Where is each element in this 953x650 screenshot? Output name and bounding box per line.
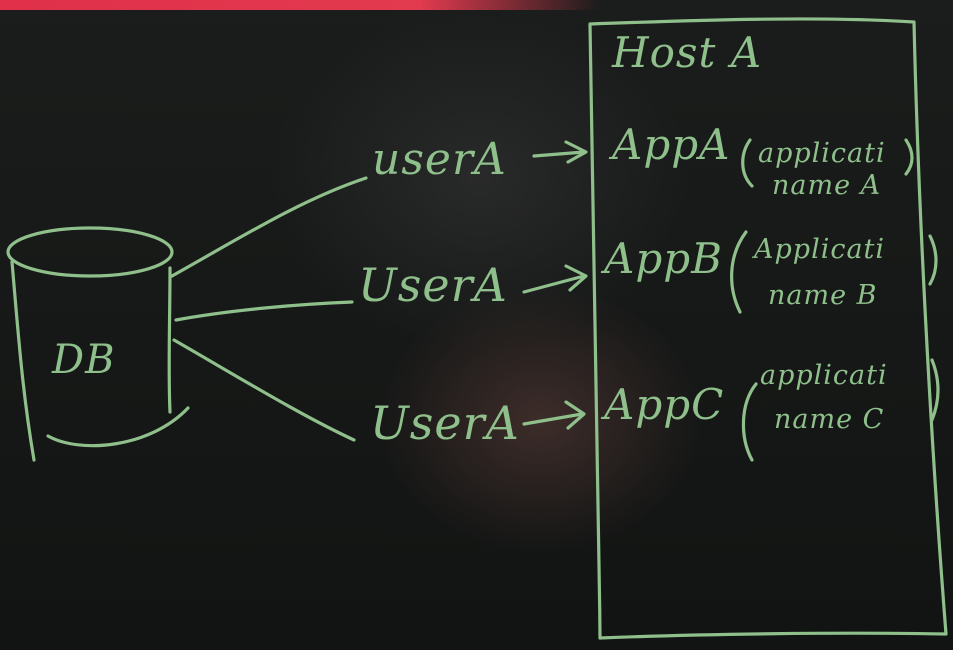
arrow-3	[522, 400, 586, 430]
arrow-2	[522, 264, 588, 294]
connection-line-2	[174, 300, 354, 322]
app-b-desc-line1: Applicati	[754, 234, 886, 265]
app-b-desc-line2: name B	[768, 280, 878, 311]
app-a-name: AppA	[612, 120, 731, 169]
paren-app-a-close	[904, 138, 914, 176]
db-right-side	[167, 266, 172, 414]
paren-app-b	[730, 230, 748, 314]
app-a-desc-line1: applicati	[758, 138, 886, 169]
user-label-2: UserA	[358, 258, 508, 312]
app-c-name: AppC	[604, 380, 725, 429]
app-c-desc-line1: applicati	[760, 360, 888, 391]
host-title: Host A	[612, 28, 763, 77]
host-box	[588, 17, 948, 640]
app-b-name: AppB	[604, 234, 723, 283]
user-label-1: userA	[372, 134, 507, 185]
paren-app-a	[741, 138, 754, 188]
paren-app-c	[741, 382, 758, 462]
connection-line-1	[170, 176, 368, 278]
database-cylinder	[6, 226, 190, 462]
db-left-side	[10, 260, 36, 462]
arrow-1	[532, 140, 588, 164]
app-a-desc-line2: name A	[772, 170, 882, 201]
db-bottom-curve	[46, 406, 190, 448]
paren-app-b-close	[928, 234, 938, 286]
db-label: DB	[52, 337, 116, 383]
connection-line-3	[172, 338, 356, 442]
db-top-ellipse	[6, 226, 174, 278]
red-edge-strip	[0, 0, 600, 10]
user-label-3: UserA	[370, 396, 520, 450]
paren-app-c-close	[930, 358, 940, 422]
app-c-desc-line2: name C	[774, 404, 885, 435]
